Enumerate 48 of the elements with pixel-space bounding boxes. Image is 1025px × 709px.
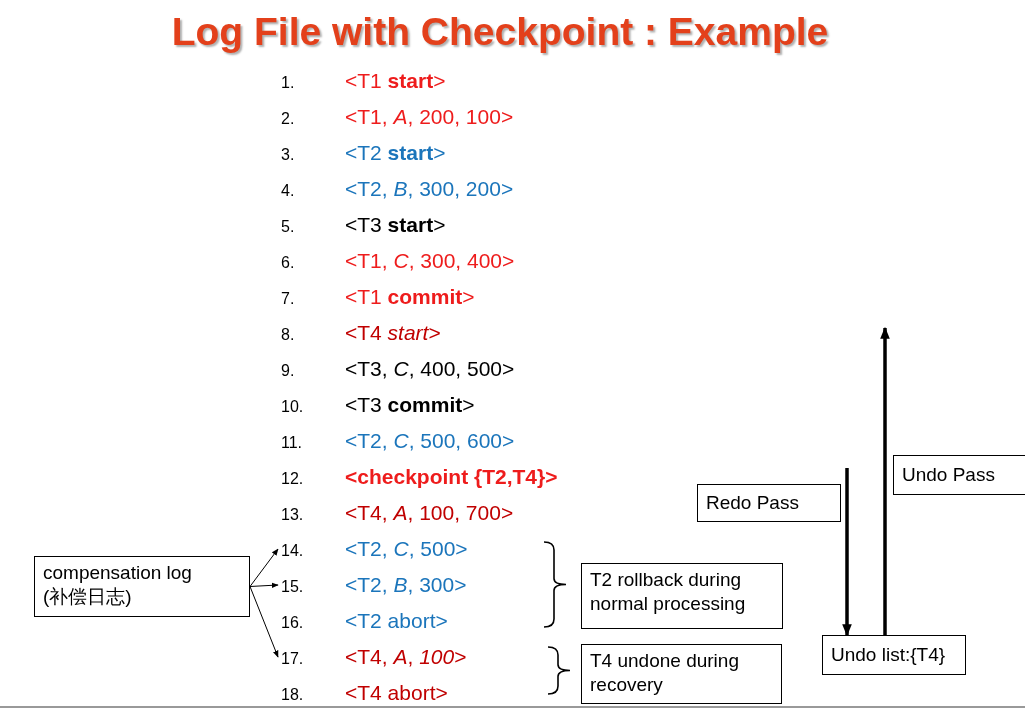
- log-record: <T2, C, 500, 600>: [345, 429, 515, 452]
- log-record: <T4 start>: [345, 321, 441, 344]
- title: Log File with Checkpoint : Example: [170, 10, 830, 54]
- line-number: 11.: [280, 433, 304, 453]
- line-number: 3.: [280, 145, 296, 165]
- label-box: Undo Pass: [893, 455, 1025, 495]
- line-number: 16.: [280, 613, 305, 633]
- log-record: <T3, C, 400, 500>: [345, 357, 515, 380]
- log-record: <T2 abort>: [345, 609, 448, 632]
- arrow: [249, 582, 279, 589]
- line-number: 7.: [280, 289, 296, 309]
- arrow: [249, 586, 279, 658]
- line-number: 10.: [280, 397, 305, 417]
- log-record: <T1 commit>: [345, 285, 475, 308]
- line-number: 5.: [280, 217, 296, 237]
- line-number: 9.: [280, 361, 296, 381]
- line-number: 2.: [280, 109, 296, 129]
- log-record: <T1, C, 300, 400>: [345, 249, 515, 272]
- line-number: 17.: [280, 649, 305, 669]
- log-record: <T4, A, 100, 700>: [345, 501, 514, 524]
- label-box: Redo Pass: [697, 484, 841, 522]
- note-box: compensation log (补偿日志): [34, 556, 250, 617]
- line-number: 1.: [280, 73, 296, 93]
- log-record: <T2, C, 500>: [345, 537, 468, 560]
- log-record: <T1, A, 200, 100>: [345, 105, 514, 128]
- line-number: 6.: [280, 253, 296, 273]
- log-record: <T2 start>: [345, 141, 446, 164]
- list-box: Undo list:{T4}: [822, 635, 966, 675]
- line-number: 8.: [280, 325, 296, 345]
- note-box: T2 rollback during normal processing: [581, 563, 783, 629]
- line-number: 18.: [280, 685, 305, 705]
- log-record: <T4, A, 100>: [345, 645, 467, 668]
- line-number: 14.: [280, 541, 305, 561]
- line-number: 15.: [280, 577, 305, 597]
- arrow: [842, 468, 852, 637]
- log-record: <T2, B, 300, 200>: [345, 177, 514, 200]
- arrow: [249, 548, 279, 587]
- line-number: 12.: [280, 469, 305, 489]
- line-number: 4.: [280, 181, 296, 201]
- log-record: <T2, B, 300>: [345, 573, 467, 596]
- line-number: 13.: [280, 505, 305, 525]
- log-record: <T4 abort>: [345, 681, 448, 704]
- note-box: T4 undone during recovery: [581, 644, 782, 704]
- log-record: <T3 commit>: [345, 393, 475, 416]
- log-record: <checkpoint {T2,T4}>: [345, 465, 558, 488]
- log-record: <T1 start>: [345, 69, 446, 92]
- log-record: <T3 start>: [345, 213, 446, 236]
- arrow: [880, 326, 890, 635]
